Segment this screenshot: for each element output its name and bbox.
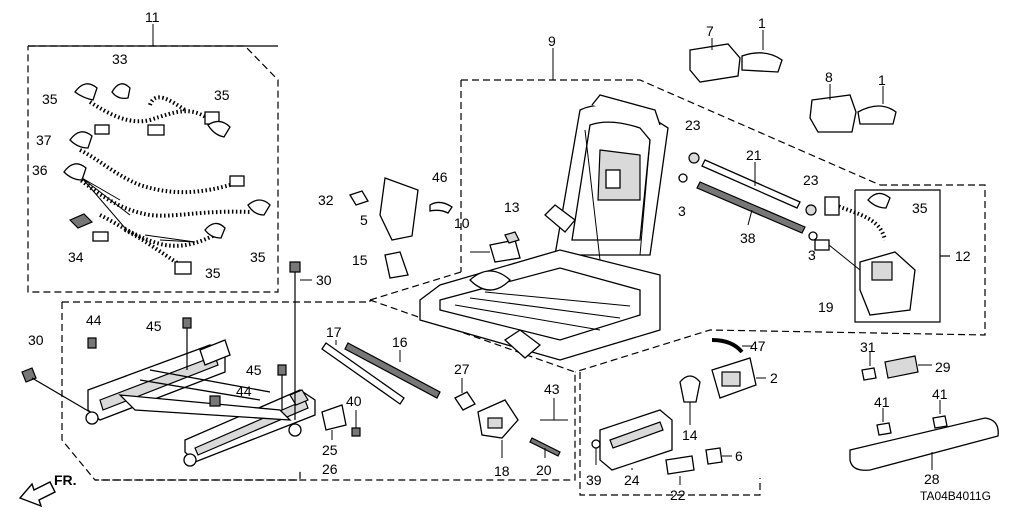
callout-23b: 23 <box>803 172 819 188</box>
callout-20: 20 <box>536 462 552 478</box>
diagram-code: TA04B4011G <box>920 489 991 503</box>
callout-43: 43 <box>544 381 560 397</box>
rods <box>678 152 818 241</box>
callout-37: 37 <box>36 132 52 148</box>
callout-14: 14 <box>682 427 698 443</box>
callout-27: 27 <box>454 361 470 377</box>
callout-33: 33 <box>112 51 128 67</box>
callout-23a: 23 <box>685 117 701 133</box>
front-arrow: FR. <box>18 472 77 508</box>
callout-30a: 30 <box>316 272 332 288</box>
center-parts <box>321 340 561 458</box>
callout-39: 39 <box>586 472 602 488</box>
slide-rails <box>21 261 316 467</box>
callout-28: 28 <box>924 471 940 487</box>
callout-45a: 45 <box>146 318 162 334</box>
callout-16: 16 <box>392 334 408 350</box>
seat-frame-9 <box>419 94 669 361</box>
callout-8: 8 <box>825 69 833 85</box>
callout-9: 9 <box>548 33 556 49</box>
motor-12 <box>814 192 916 316</box>
callout-31: 31 <box>860 339 876 355</box>
trim-28 <box>849 352 999 471</box>
callout-45b: 45 <box>246 362 262 378</box>
callout-30b: 30 <box>28 332 44 348</box>
callout-35e: 35 <box>912 200 928 216</box>
callout-38: 38 <box>740 230 756 246</box>
group-frames <box>27 45 986 496</box>
callout-10: 10 <box>454 215 470 231</box>
lower-right-parts <box>591 338 766 485</box>
callout-6: 6 <box>735 448 743 464</box>
callout-3b: 3 <box>808 247 816 263</box>
callout-41b: 41 <box>932 386 948 402</box>
callout-5: 5 <box>360 212 368 228</box>
callout-47: 47 <box>750 338 766 354</box>
callout-13: 13 <box>504 199 520 215</box>
wire-harness-11 <box>63 83 271 275</box>
callout-29: 29 <box>935 359 951 375</box>
callout-7: 7 <box>706 23 714 39</box>
callout-26: 26 <box>322 461 338 477</box>
callout-36: 36 <box>32 162 48 178</box>
callout-2: 2 <box>770 370 778 386</box>
callout-35a: 35 <box>42 91 58 107</box>
callout-41a: 41 <box>874 394 890 410</box>
front-direction-label: FR. <box>54 472 77 488</box>
callout-44a: 44 <box>86 312 102 328</box>
callout-1a: 1 <box>758 15 766 31</box>
callout-35d: 35 <box>205 265 221 281</box>
callout-32: 32 <box>318 192 334 208</box>
callout-3a: 3 <box>678 203 686 219</box>
callout-24: 24 <box>624 472 640 488</box>
callout-35b: 35 <box>214 87 230 103</box>
callout-40: 40 <box>346 393 362 409</box>
callout-22: 22 <box>670 487 686 503</box>
callout-1b: 1 <box>878 72 886 88</box>
small-parts-middle <box>349 177 521 279</box>
callout-44b: 44 <box>236 383 252 399</box>
callout-18: 18 <box>494 463 510 479</box>
callout-21: 21 <box>746 147 762 163</box>
callout-leaders <box>152 24 568 421</box>
callout-12: 12 <box>955 248 971 264</box>
callout-19: 19 <box>818 299 834 315</box>
callout-25: 25 <box>322 442 338 458</box>
callout-15: 15 <box>352 252 368 268</box>
covers <box>689 30 897 133</box>
callout-labels: 1 1 2 3 3 3 5 6 7 8 9 10 11 12 13 14 15 … <box>28 9 991 503</box>
callout-46: 46 <box>432 169 448 185</box>
callout-34: 34 <box>68 249 84 265</box>
callout-17: 17 <box>326 324 342 340</box>
callout-11: 11 <box>145 9 160 25</box>
callout-35c: 35 <box>250 249 266 265</box>
